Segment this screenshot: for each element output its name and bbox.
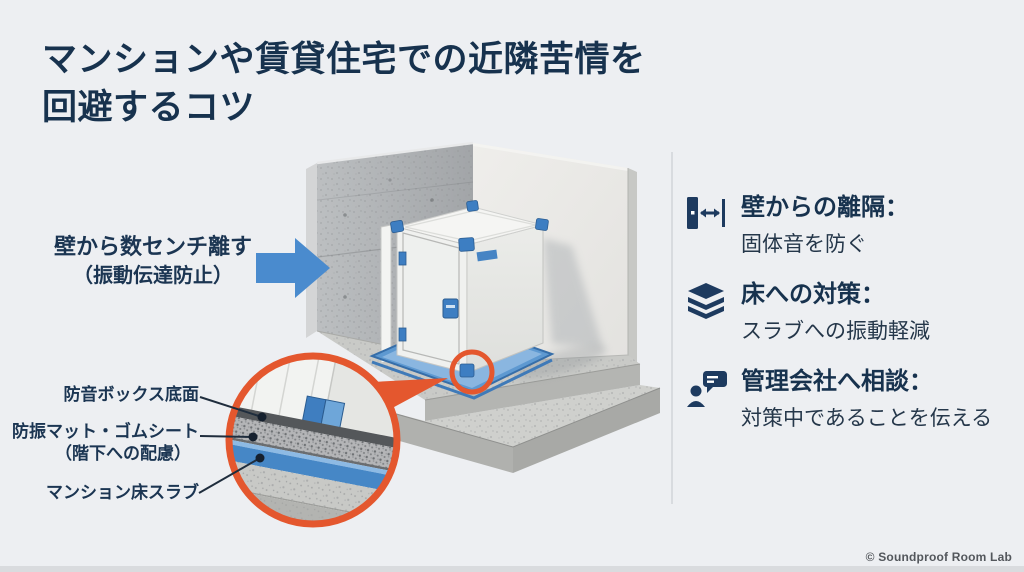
checklist-item-text: 管理会社へ相談： 対策中であることを伝える bbox=[741, 368, 992, 431]
right-arrow-icon bbox=[256, 238, 330, 298]
soundproof-box bbox=[390, 200, 549, 378]
page-title-line1: マンションや賃貸住宅での近隣苦情を bbox=[42, 40, 646, 79]
page-title: マンションや賃貸住宅での近隣苦情を 回避するコツ bbox=[42, 36, 646, 133]
checklist-description: 固体音を防ぐ bbox=[741, 232, 867, 256]
label-mat-line2: （階下への配慮） bbox=[55, 444, 191, 463]
vertical-divider bbox=[671, 152, 673, 504]
checklist-description: 対策中であることを伝える bbox=[741, 406, 993, 430]
checklist-heading: 床への対策： bbox=[741, 280, 885, 308]
checklist-description: スラブへの振動軽減 bbox=[741, 319, 930, 343]
highlight-circle bbox=[449, 349, 495, 395]
checklist-item-text: 床への対策： スラブへの振動軽減 bbox=[741, 281, 930, 344]
checklist-item-text: 壁からの離隔： 固体音を防ぐ bbox=[741, 194, 909, 257]
label-floor-slab: マンション床スラブ bbox=[46, 483, 199, 502]
checklist-item-floor: 床への対策： スラブへの振動軽減 bbox=[686, 281, 1016, 344]
wall-gap-annotation-line2: （振動伝達防止） bbox=[73, 264, 233, 287]
copyright-text: © Soundproof Room Lab bbox=[865, 550, 1012, 564]
checklist-item-wall-distance: 壁からの離隔： 固体音を防ぐ bbox=[686, 194, 1016, 257]
magnifier-detail bbox=[225, 352, 401, 528]
wall-gap-annotation: 壁から数センチ離す （振動伝達防止） bbox=[48, 233, 258, 290]
door-handle bbox=[442, 298, 459, 319]
consult-icon bbox=[686, 368, 728, 431]
wall-gap-annotation-line1: 壁から数センチ離す bbox=[53, 234, 252, 259]
label-box-bottom: 防音ボックス底面 bbox=[63, 385, 200, 404]
bottom-edge-bar bbox=[0, 566, 1024, 572]
floor-shadow bbox=[513, 345, 607, 379]
checklist-heading: 管理会社へ相談： bbox=[741, 367, 933, 395]
checklist-heading: 壁からの離隔： bbox=[741, 194, 909, 221]
wall-gap-panel bbox=[380, 224, 392, 364]
page-title-line2: 回避するコツ bbox=[42, 88, 256, 128]
label-mat-line1: 防振マット・ゴムシート bbox=[12, 422, 199, 441]
checklist-item-consult: 管理会社へ相談： 対策中であることを伝える bbox=[686, 368, 1016, 431]
tips-checklist: 壁からの離隔： 固体音を防ぐ 床への対策： スラブへの振動軽減 bbox=[686, 194, 1016, 455]
layers-icon bbox=[686, 281, 728, 344]
leader-lines bbox=[198, 396, 263, 494]
wall-distance-icon bbox=[686, 194, 728, 257]
leader-dots bbox=[248, 412, 267, 463]
